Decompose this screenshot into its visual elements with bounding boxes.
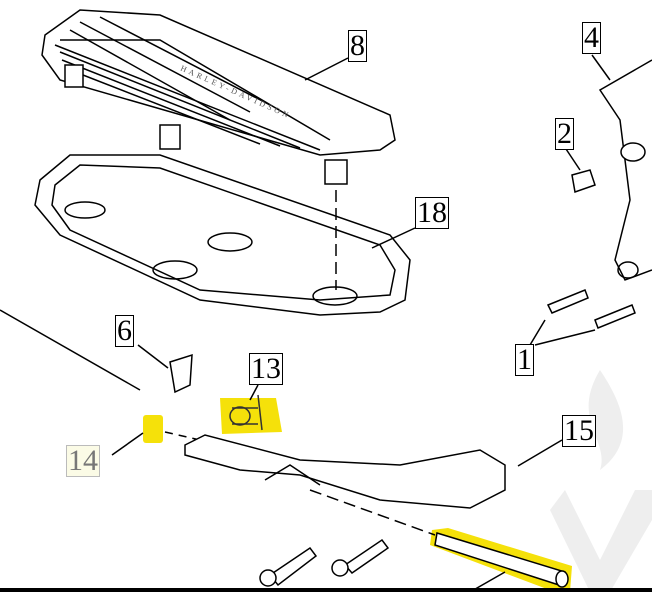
label-6: 6 [115, 314, 134, 347]
label-8: 8 [348, 29, 367, 62]
footboard-pad: HARLEY-DAVIDSON [41, 9, 396, 185]
highlight-14 [143, 415, 163, 443]
footboard-frame [34, 154, 411, 316]
label-13: 13 [249, 352, 283, 385]
label-18: 18 [415, 196, 449, 229]
mount-bracket [571, 59, 652, 281]
spring [229, 394, 263, 431]
label-14: 14 [66, 444, 100, 477]
bottom-border [0, 588, 652, 592]
highlight-13 [220, 398, 282, 434]
label-1: 1 [515, 343, 534, 376]
watermark-flame-icon [588, 370, 624, 470]
footboard-arm [184, 434, 506, 509]
watermark-v-icon [550, 490, 652, 592]
label-15: 15 [562, 414, 596, 447]
label-2: 2 [555, 117, 574, 150]
label-4: 4 [582, 21, 601, 54]
